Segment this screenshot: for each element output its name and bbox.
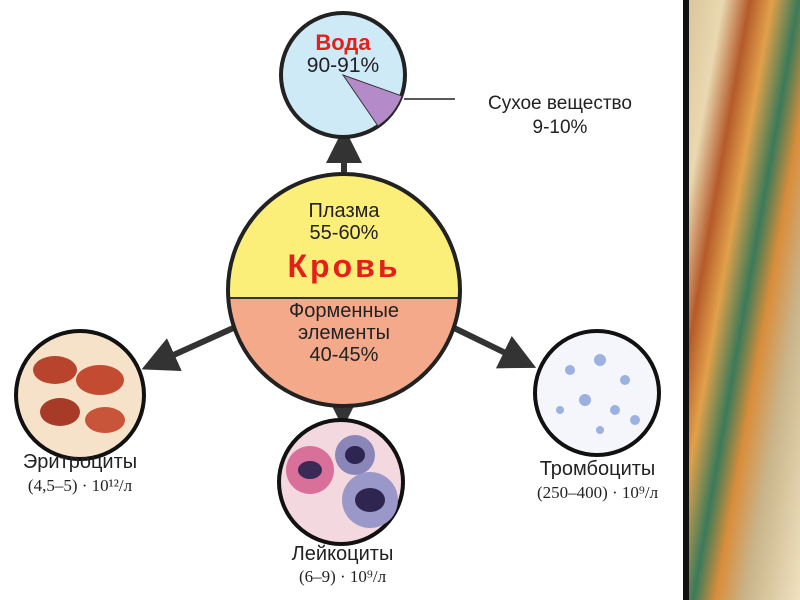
- erythrocytes-count: (4,5–5) · 10¹²/л: [27, 476, 133, 495]
- dry-matter-percent: 9-10%: [532, 117, 588, 138]
- arrow-to-thrombocytes: [446, 322, 537, 369]
- leukocytes-count: (6–9) · 10⁹/л: [298, 567, 387, 586]
- decorative-side-border: [683, 0, 800, 600]
- leukocytes-label: Лейкоциты: [291, 543, 394, 565]
- blood-title: Кровь: [287, 248, 401, 284]
- dry-matter-slice: [341, 74, 403, 127]
- formed-label-2: элементы: [297, 322, 390, 344]
- arrow-to-erythrocytes: [141, 322, 242, 372]
- water-title: Вода: [315, 30, 371, 55]
- plasma-label: Плазма: [308, 200, 380, 222]
- water-percent: 90-91%: [306, 54, 380, 77]
- erythrocytes-label: Эритроциты: [22, 451, 138, 473]
- erythrocytes-image: [14, 329, 146, 461]
- thrombocytes-count: (250–400) · 10⁹/л: [536, 483, 659, 502]
- thrombocytes-image: [533, 329, 661, 457]
- water-pie: [279, 11, 455, 139]
- thrombocytes-label: Тромбоциты: [539, 458, 656, 480]
- plasma-percent: 55-60%: [309, 222, 379, 244]
- formed-percent: 40-45%: [309, 344, 379, 366]
- dry-matter-title: Сухое вещество: [487, 93, 632, 114]
- formed-label-1: Форменные: [289, 300, 399, 322]
- leukocytes-image: [277, 418, 405, 546]
